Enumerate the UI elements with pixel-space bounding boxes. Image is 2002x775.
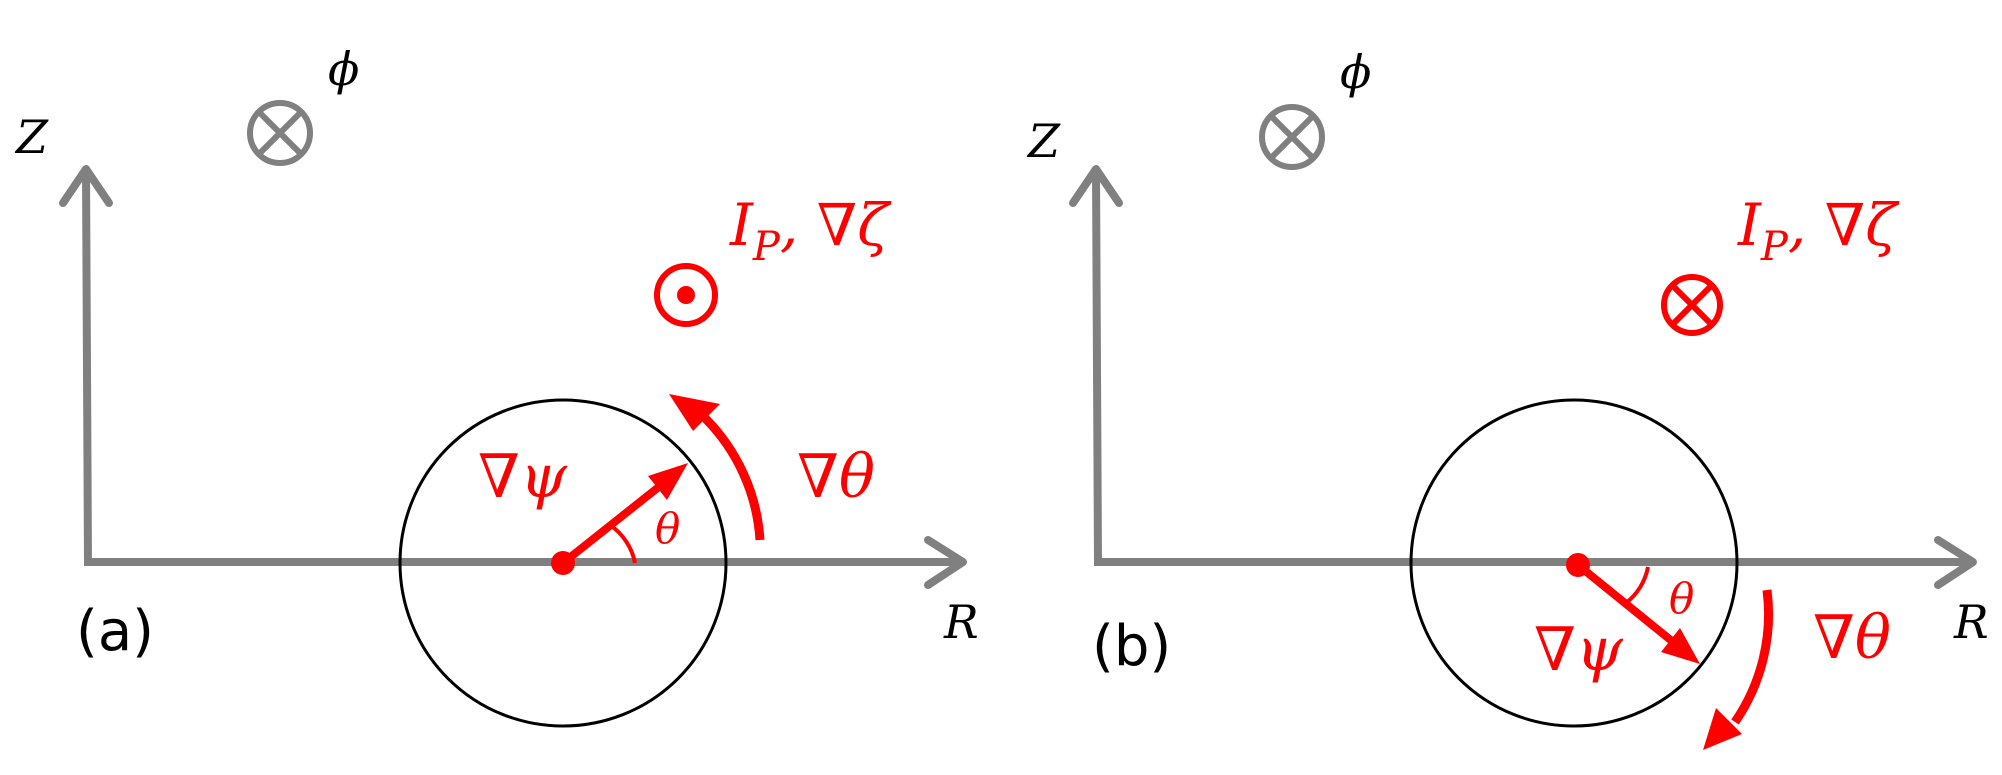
grad-theta-arrow: [1731, 589, 1774, 725]
current-label: IP, ∇ζ: [729, 191, 892, 270]
panel-b: ϕ Z R IP, ∇ζ ∇ψ θ ∇θ (b): [1026, 45, 1989, 750]
current-main: I: [1737, 191, 1762, 259]
current-label: IP, ∇ζ: [1737, 191, 1900, 270]
phi-label: ϕ: [1340, 45, 1371, 99]
grad-theta-arrowhead: [1703, 708, 1742, 750]
z-axis-arrowhead: [1069, 165, 1123, 207]
circled-cross-icon: [1661, 274, 1723, 336]
theta-label: θ: [1669, 574, 1694, 623]
z-axis-label: Z: [14, 110, 49, 164]
current-main: I: [729, 191, 754, 259]
phi-label: ϕ: [328, 42, 359, 96]
grad-psi-arrow: [1566, 553, 1700, 664]
theta-angle-arc: [608, 523, 637, 564]
circled-dot-icon: [654, 263, 718, 327]
panel-a: ϕ Z R IP, ∇ζ ∇ψ θ ∇θ (a): [14, 42, 979, 728]
phi-direction-icon: [1259, 104, 1325, 170]
grad-theta-arrow: [701, 414, 765, 541]
grad-psi-label: ∇ψ: [1534, 615, 1624, 685]
grad-theta-label: ∇θ: [1813, 603, 1891, 673]
grad-psi-arrow: [551, 463, 688, 575]
theta-angle-arc: [1624, 566, 1650, 605]
current-subscript: P: [1760, 224, 1789, 270]
current-subscript: P: [752, 224, 781, 270]
r-axis-arrowhead: [924, 536, 967, 589]
current-suffix: , ∇ζ: [1788, 191, 1900, 259]
theta-label: θ: [655, 504, 680, 553]
z-axis-arrowhead: [59, 165, 113, 207]
r-axis-label: R: [943, 595, 979, 649]
grad-psi-label: ∇ψ: [478, 442, 568, 512]
current-suffix: , ∇ζ: [780, 191, 892, 259]
z-axis: [1092, 171, 1102, 566]
flux-surface-circle: [1409, 398, 1739, 728]
z-axis: [82, 171, 92, 566]
r-axis-arrowhead: [1934, 536, 1977, 589]
r-axis-label: R: [1953, 595, 1989, 649]
z-axis-label: Z: [1026, 114, 1061, 168]
panel-label: (a): [76, 599, 154, 664]
phi-direction-icon: [247, 100, 313, 166]
flux-surface-circle: [398, 398, 728, 728]
grad-theta-label: ∇θ: [797, 442, 875, 512]
panel-label: (b): [1092, 614, 1171, 679]
grad-theta-arrowhead: [669, 394, 720, 431]
